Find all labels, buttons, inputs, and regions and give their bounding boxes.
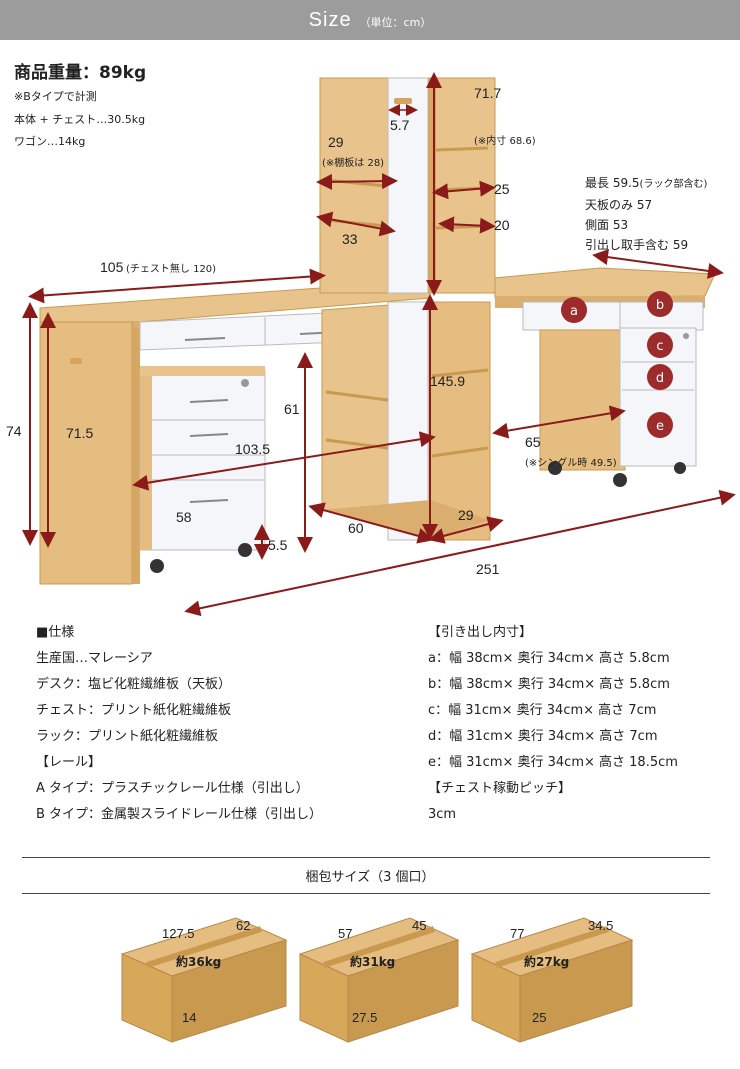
unit-label: （単位：cm） [359, 15, 432, 29]
dim-under: 61 [284, 401, 300, 417]
drawer-dims-heading: 【引き出し内寸】 [428, 625, 533, 640]
badge-c: c [656, 339, 663, 354]
side-desk [494, 267, 716, 487]
product-weight: 商品重量：89kg [14, 63, 147, 83]
box3-weight: 約27kg [524, 954, 569, 969]
dim-rack-top: 5.7 [390, 117, 410, 133]
dim-lower-rack: 145.9 [430, 373, 465, 389]
size-title: Size [308, 8, 352, 31]
dim-caster: 5.5 [268, 537, 288, 553]
spec-line: 【レール】 [36, 755, 102, 770]
box2-width: 57 [338, 926, 352, 941]
dim-rack-height: 71.7 [474, 85, 501, 101]
box3-height: 25 [532, 1010, 546, 1025]
dim-height-total: 74 [6, 423, 22, 439]
side-dim-top: 天板のみ 57 [585, 198, 653, 212]
side-dim-side: 側面 53 [585, 218, 629, 232]
size-header: Size （単位：cm） [0, 0, 740, 40]
dim-total: 251 [476, 561, 500, 577]
box2-height: 27.5 [352, 1010, 377, 1025]
package-box-1: 127.5 62 約36kg 14 [120, 917, 288, 1043]
dim-depth-29: 29 [458, 507, 474, 523]
spec-section: ■仕様 生産国…マレーシア デスク：塩ビ化粧繊維板（天板） チェスト：プリント紙… [36, 620, 322, 828]
drawer-badges: a b c d e [561, 291, 673, 438]
badge-a: a [570, 304, 578, 319]
dim-rack-shelf: 29 [328, 134, 344, 150]
spec-line: ラック：プリント紙化粧繊維板 [36, 729, 219, 744]
dim-rack-height-note: (※内寸 68.6) [474, 134, 536, 147]
drawer-dim-line: a：幅 38cm× 奥行 34cm× 高さ 5.8cm [428, 651, 670, 666]
box1-weight: 約36kg [176, 954, 221, 969]
dim-rack-shelf-note: (※棚板は 28) [322, 156, 384, 169]
dim-height-inner: 71.5 [66, 425, 93, 441]
weight-wagon: ワゴン…14kg [14, 135, 86, 148]
dim-side-65: 65 [525, 434, 541, 450]
dim-rack-25: 25 [494, 181, 510, 197]
drawer-dims-section: 【引き出し内寸】 a：幅 38cm× 奥行 34cm× 高さ 5.8cm b：幅… [428, 620, 678, 828]
box1-height: 14 [182, 1010, 196, 1025]
box3-depth: 34.5 [588, 918, 613, 933]
dim-depth-60: 60 [348, 520, 364, 536]
drawer-dim-line: c：幅 31cm× 奥行 34cm× 高さ 7cm [428, 703, 657, 718]
box1-depth: 62 [236, 918, 250, 933]
package-box-2: 57 45 約31kg 27.5 [298, 917, 460, 1043]
spec-line: チェスト：プリント紙化粧繊維板 [36, 703, 232, 718]
badge-d: d [656, 371, 664, 386]
side-dim-longest: 最長 59.5 [585, 176, 640, 190]
lower-rack [321, 301, 491, 541]
side-dim-handle: 引出し取手含む 59 [585, 238, 689, 252]
spec-heading: ■仕様 [36, 625, 75, 640]
furniture-diagram: a b c d e 105 (チェスト無し 120) 74 71.5 103.5… [6, 72, 736, 617]
package-title: 梱包サイズ（3 個口） [305, 870, 435, 885]
box2-weight: 約31kg [350, 954, 395, 969]
dim-chest-height: 58 [176, 509, 192, 525]
box3-width: 77 [510, 926, 524, 941]
box1-width: 127.5 [162, 926, 195, 941]
pitch-value: 3cm [428, 807, 457, 822]
badge-e: e [656, 419, 664, 434]
badge-b: b [656, 298, 664, 313]
spec-line: 生産国…マレーシア [36, 651, 153, 666]
package-box-3: 77 34.5 約27kg 25 [470, 917, 634, 1043]
dim-diag: 103.5 [235, 441, 270, 457]
side-dimensions: 最長 59.5(ラック部含む) 天板のみ 57 側面 53 引出し取手含む 59 [585, 173, 707, 255]
divider-bottom [22, 893, 710, 894]
package-boxes: 127.5 62 約36kg 14 57 45 約31kg 27.5 77 34… [120, 917, 634, 1043]
drawer-dim-line: d：幅 31cm× 奥行 34cm× 高さ 7cm [428, 729, 658, 744]
dimension-arrows [22, 72, 736, 617]
pitch-heading: 【チェスト稼動ピッチ】 [428, 781, 572, 796]
box2-depth: 45 [412, 918, 426, 933]
weight-note: ※Bタイプで計測 [14, 90, 97, 103]
weight-body: 本体 + チェスト…30.5kg [14, 113, 146, 126]
spec-line: B タイプ：金属製スライドレール仕様（引出し） [36, 807, 323, 822]
dim-width: 105 [100, 259, 124, 275]
spec-line: デスク：塩ビ化粧繊維板（天板） [36, 677, 232, 692]
side-dim-longest-note: (ラック部含む) [639, 179, 708, 190]
dim-side-65-note: (※シングル時 49.5) [525, 456, 617, 469]
divider-top [22, 857, 710, 858]
chest [139, 366, 266, 573]
drawer-dim-line: b：幅 38cm× 奥行 34cm× 高さ 5.8cm [428, 677, 670, 692]
dim-rack-20: 20 [494, 217, 510, 233]
drawer-dim-line: e：幅 31cm× 奥行 34cm× 高さ 18.5cm [428, 755, 678, 770]
dim-width-note: (チェスト無し 120) [126, 262, 216, 275]
spec-line: A タイプ：プラスチックレール仕様（引出し） [36, 781, 309, 796]
dim-rack-33: 33 [342, 231, 358, 247]
